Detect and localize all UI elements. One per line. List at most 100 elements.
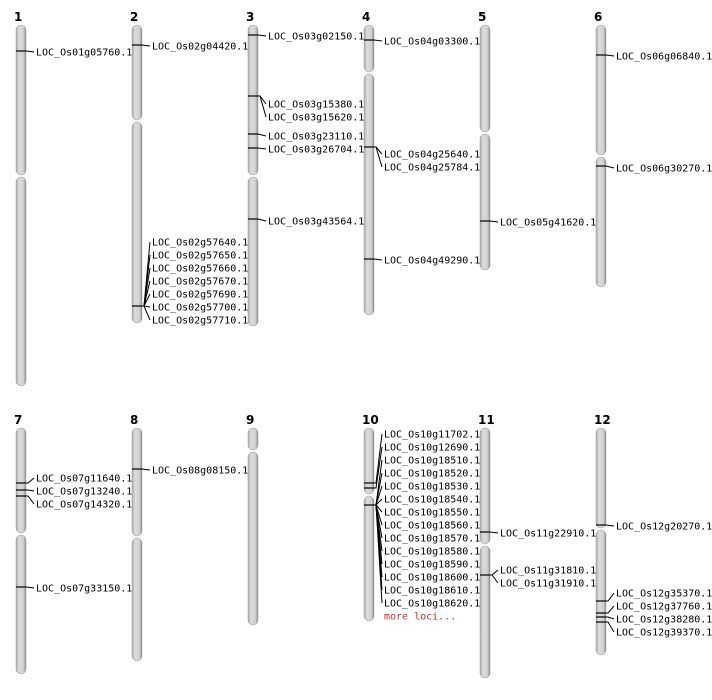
chromosome-arm-p[interactable] xyxy=(15,24,27,176)
locus-label[interactable]: LOC_Os03g26704.1 xyxy=(268,145,364,156)
locus-label[interactable]: LOC_Os10g18520.1 xyxy=(384,469,480,480)
chromosome-number: 5 xyxy=(478,10,486,24)
locus-label[interactable]: LOC_Os02g57700.1 xyxy=(152,303,248,314)
locus-label[interactable]: LOC_Os10g18550.1 xyxy=(384,508,480,519)
locus-connector xyxy=(374,504,383,604)
chromosome-number: 9 xyxy=(246,413,254,427)
chromosome-arm-q[interactable] xyxy=(363,495,375,622)
locus-label[interactable]: LOC_Os11g31910.1 xyxy=(500,579,596,590)
locus-label[interactable]: LOC_Os05g41620.1 xyxy=(500,218,596,229)
chromosome-arm-p[interactable] xyxy=(479,427,491,545)
locus-label[interactable]: LOC_Os02g57670.1 xyxy=(152,277,248,288)
chromosome-arm-p[interactable] xyxy=(131,24,143,121)
chromosome-arm-p[interactable] xyxy=(15,427,27,534)
chromosome-arm-q[interactable] xyxy=(595,529,607,656)
chromosome-12[interactable]: 12LOC_Os12g20270.1LOC_Os12g35370.1LOC_Os… xyxy=(594,413,712,656)
chromosome-arm-p[interactable] xyxy=(595,24,607,156)
locus-label[interactable]: LOC_Os03g15620.1 xyxy=(268,113,364,124)
chromosome-arm-q[interactable] xyxy=(131,537,143,662)
locus-label[interactable]: LOC_Os12g38280.1 xyxy=(616,615,712,626)
locus-label[interactable]: LOC_Os10g18580.1 xyxy=(384,547,480,558)
locus-label[interactable]: LOC_Os04g03300.1 xyxy=(384,37,480,48)
chromosome-10[interactable]: 10LOC_Os10g11702.1LOC_Os10g12690.1LOC_Os… xyxy=(362,413,480,623)
locus-label[interactable]: LOC_Os10g18560.1 xyxy=(384,521,480,532)
locus-label[interactable]: LOC_Os02g57710.1 xyxy=(152,316,248,327)
locus-label[interactable]: LOC_Os03g23110.1 xyxy=(268,132,364,143)
chromosome-arm-p[interactable] xyxy=(363,24,375,73)
chromosome-arm-q[interactable] xyxy=(15,176,27,387)
locus-label[interactable]: LOC_Os10g12690.1 xyxy=(384,443,480,454)
locus-label[interactable]: LOC_Os06g30270.1 xyxy=(616,164,712,175)
locus-label[interactable]: LOC_Os02g57660.1 xyxy=(152,264,248,275)
chromosome-arm-p[interactable] xyxy=(247,24,259,176)
locus-label[interactable]: LOC_Os10g18570.1 xyxy=(384,534,480,545)
chromosome-9[interactable]: 9 xyxy=(246,413,259,626)
locus-label[interactable]: LOC_Os12g37760.1 xyxy=(616,602,712,613)
locus-label[interactable]: LOC_Os04g25640.1 xyxy=(384,150,480,161)
more-loci-link[interactable]: more loci... xyxy=(384,612,456,623)
locus-label[interactable]: LOC_Os10g18590.1 xyxy=(384,560,480,571)
chromosome-arm-q[interactable] xyxy=(479,133,491,271)
locus-label[interactable]: LOC_Os10g18510.1 xyxy=(384,456,480,467)
chromosome-4[interactable]: 4LOC_Os04g03300.1LOC_Os04g25640.1LOC_Os0… xyxy=(362,10,480,316)
chromosome-arm-p[interactable] xyxy=(247,427,259,451)
locus-label[interactable]: LOC_Os06g06840.1 xyxy=(616,52,712,63)
locus-label[interactable]: LOC_Os10g11702.1 xyxy=(384,430,480,441)
locus-connector xyxy=(25,50,35,53)
chromosome-arm-q[interactable] xyxy=(15,534,27,675)
locus-connector xyxy=(258,95,267,118)
locus-connector xyxy=(489,220,499,223)
chromosome-arm-q[interactable] xyxy=(363,73,375,316)
locus-label[interactable]: LOC_Os03g02150.1 xyxy=(268,32,364,43)
locus-label[interactable]: LOC_Os03g15380.1 xyxy=(268,100,364,111)
chromosome-11[interactable]: 11LOC_Os11g22910.1LOC_Os11g31810.1LOC_Os… xyxy=(478,413,596,679)
locus-connector xyxy=(489,531,499,534)
locus-label[interactable]: LOC_Os10g18600.1 xyxy=(384,573,480,584)
locus-label[interactable]: LOC_Os02g57650.1 xyxy=(152,251,248,262)
locus-label[interactable]: LOC_Os10g18540.1 xyxy=(384,495,480,506)
locus-label[interactable]: LOC_Os03g43564.1 xyxy=(268,217,364,228)
chromosome-7[interactable]: 7LOC_Os07g11640.1LOC_Os07g13240.1LOC_Os0… xyxy=(14,413,132,675)
chromosome-number: 8 xyxy=(130,413,138,427)
chromosome-arm-q[interactable] xyxy=(131,121,143,324)
locus-label[interactable]: LOC_Os12g39370.1 xyxy=(616,628,712,639)
chromosome-arm-p[interactable] xyxy=(131,427,143,537)
locus-label[interactable]: LOC_Os07g13240.1 xyxy=(36,487,132,498)
chromosome-arm-p[interactable] xyxy=(479,24,491,133)
locus-label[interactable]: LOC_Os02g57690.1 xyxy=(152,290,248,301)
locus-label[interactable]: LOC_Os07g11640.1 xyxy=(36,474,132,485)
locus-label[interactable]: LOC_Os11g31810.1 xyxy=(500,566,596,577)
locus-label[interactable]: LOC_Os11g22910.1 xyxy=(500,529,596,540)
chromosome-arm-p[interactable] xyxy=(363,427,375,495)
locus-connector xyxy=(605,165,615,169)
chromosome-arm-q[interactable] xyxy=(595,156,607,288)
locus-label[interactable]: LOC_Os01g05760.1 xyxy=(36,48,132,59)
locus-label[interactable]: LOC_Os07g14320.1 xyxy=(36,500,132,511)
locus-connector xyxy=(374,146,383,168)
chromosome-number: 10 xyxy=(362,413,379,427)
locus-label[interactable]: LOC_Os12g20270.1 xyxy=(616,522,712,533)
locus-connector xyxy=(257,147,267,150)
chromosome-3[interactable]: 3LOC_Os03g02150.1LOC_Os03g15380.1LOC_Os0… xyxy=(246,10,364,327)
chromosome-2[interactable]: 2LOC_Os02g04420.1LOC_Os02g57640.1LOC_Os0… xyxy=(130,10,248,327)
locus-label[interactable]: LOC_Os10g18530.1 xyxy=(384,482,480,493)
chromosome-arm-q[interactable] xyxy=(247,451,259,626)
locus-label[interactable]: LOC_Os02g57640.1 xyxy=(152,238,248,249)
locus-connector xyxy=(374,446,383,489)
locus-label[interactable]: LOC_Os10g18620.1 xyxy=(384,599,480,610)
locus-label[interactable]: LOC_Os04g25784.1 xyxy=(384,163,480,174)
locus-label[interactable]: LOC_Os12g35370.1 xyxy=(616,589,712,600)
chromosome-arm-p[interactable] xyxy=(595,427,607,529)
locus-label[interactable]: LOC_Os08g08150.1 xyxy=(152,466,248,477)
locus-label[interactable]: LOC_Os07g33150.1 xyxy=(36,584,132,595)
locus-label[interactable]: LOC_Os10g18610.1 xyxy=(384,586,480,597)
locus-label[interactable]: LOC_Os02g04420.1 xyxy=(152,42,248,53)
locus-label[interactable]: LOC_Os04g49290.1 xyxy=(384,256,480,267)
chromosome-arm-q[interactable] xyxy=(479,545,491,679)
chromosome-arm-q[interactable] xyxy=(247,176,259,327)
